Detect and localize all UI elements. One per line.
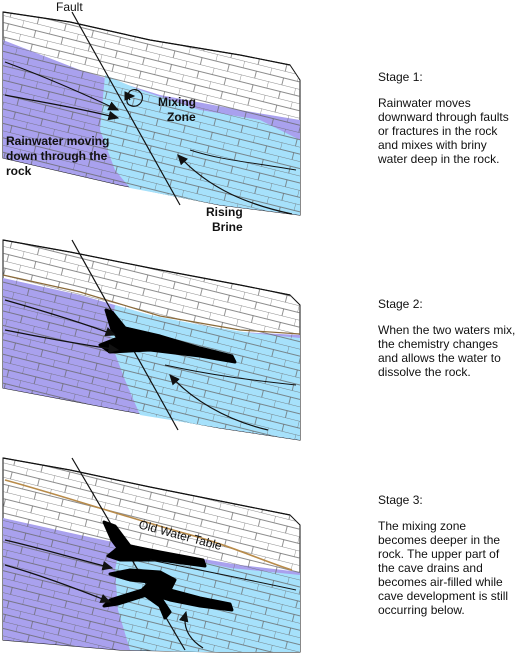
stage-1-description: Rainwater moves downward through faults …: [378, 96, 509, 166]
stage-3-cave: [102, 520, 234, 620]
stage-2-title: Stage 2:: [378, 297, 423, 311]
stage-3-diagram: Old Water Table: [2, 457, 301, 653]
rainwater-label-line-2: down through the: [6, 149, 108, 163]
stage-1-caption: Stage 1: Rainwater moves downward throug…: [378, 70, 516, 166]
rainwater-label-line-1: Rainwater moving: [6, 134, 109, 148]
mixing-swirl-icon: [124, 88, 144, 107]
stage-3-description: The mixing zone becomes deeper in the ro…: [378, 519, 509, 617]
brine-label: Brine: [212, 220, 243, 234]
stage-1-fault-line: [71, 11, 181, 206]
rising-label: Rising: [206, 205, 243, 219]
stage-1-brine-arrow: [177, 154, 293, 215]
stage-3-caption: Stage 3: The mixing zone becomes deeper …: [378, 493, 516, 617]
stage-1-title: Stage 1:: [378, 70, 423, 84]
stage-2-diagram: [2, 239, 301, 441]
stage-2-description: When the two waters mix, the chemistry c…: [378, 323, 516, 379]
stage-1-rain-arrow-2: [4, 94, 120, 121]
stage-3-title: Stage 3:: [378, 493, 423, 507]
stage-1-rain-arrow-1: [4, 61, 120, 111]
rainwater-label-line-3: rock: [6, 164, 32, 178]
zone-label: Zone: [167, 110, 196, 124]
old-water-table-line: [4, 479, 293, 571]
mixing-label: Mixing: [158, 95, 196, 109]
stage-2-caption: Stage 2: When the two waters mix, the ch…: [378, 297, 516, 379]
stage-1-diagram: Fault Mixing Zone Rainwater moving down …: [2, 0, 301, 234]
fault-label: Fault: [56, 0, 83, 14]
stage-2-cave: [98, 308, 237, 364]
